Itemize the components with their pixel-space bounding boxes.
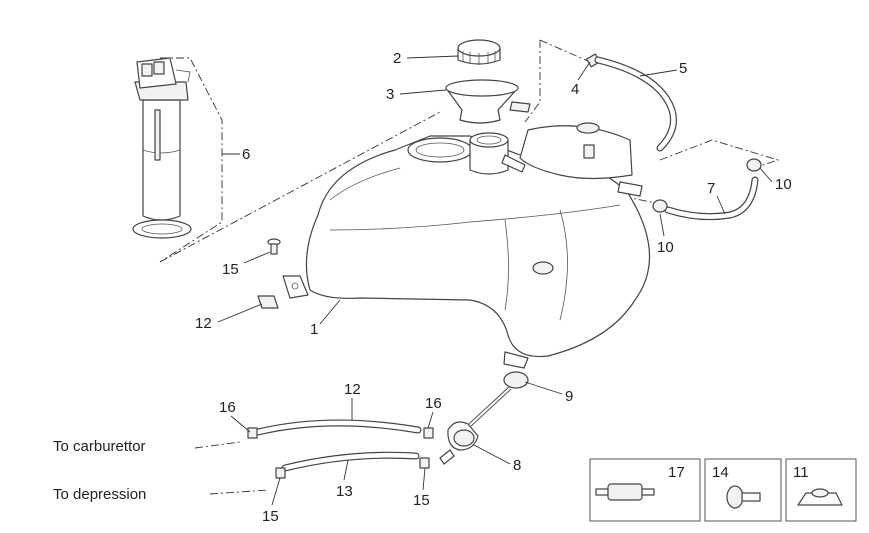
tank-fasteners bbox=[257, 238, 281, 309]
fuel-tap-assembly bbox=[439, 371, 529, 465]
callout-5: 5 bbox=[679, 60, 687, 77]
speed-nut bbox=[797, 488, 843, 506]
filler-funnel bbox=[445, 79, 531, 124]
callouts: 2 3 4 5 6 7 10 10 15 12 1 9 8 12 13 16 1… bbox=[195, 50, 809, 525]
accessory-boxes bbox=[589, 458, 857, 522]
callout-13: 13 bbox=[336, 483, 353, 500]
callout-15-right: 15 bbox=[413, 492, 430, 509]
callout-16-right: 16 bbox=[425, 395, 442, 412]
fuel-pump-sender bbox=[132, 57, 192, 239]
callout-16-left: 16 bbox=[219, 399, 236, 416]
vent-hose-assembly bbox=[652, 158, 762, 221]
callout-12-upper: 12 bbox=[195, 315, 212, 332]
fuel-cap bbox=[457, 39, 501, 65]
inline-fuel-filter bbox=[595, 483, 655, 501]
breather-hose-assembly bbox=[586, 53, 677, 152]
callout-10-lower: 10 bbox=[657, 239, 674, 256]
leader-lines bbox=[217, 55, 773, 506]
callout-9: 9 bbox=[565, 388, 573, 405]
label-to-carburettor: To carburettor bbox=[53, 438, 146, 455]
lower-hoses bbox=[247, 419, 434, 479]
callout-2: 2 bbox=[393, 50, 401, 67]
callout-6: 6 bbox=[242, 146, 250, 163]
callout-3: 3 bbox=[386, 86, 394, 103]
callout-10-upper: 10 bbox=[775, 176, 792, 193]
callout-1: 1 bbox=[310, 321, 318, 338]
callout-15-upper: 15 bbox=[222, 261, 239, 278]
box-part-14 bbox=[704, 458, 782, 522]
rivet-bolt bbox=[726, 485, 761, 509]
callout-12-lower: 12 bbox=[344, 381, 361, 398]
callout-8: 8 bbox=[513, 457, 521, 474]
callout-7: 7 bbox=[707, 180, 715, 197]
callout-14: 14 bbox=[712, 464, 729, 481]
callout-15-left: 15 bbox=[262, 508, 279, 525]
label-to-depression: To depression bbox=[53, 486, 146, 503]
callout-17: 17 bbox=[668, 464, 685, 481]
callout-11: 11 bbox=[793, 464, 809, 481]
fuel-tank-body bbox=[282, 122, 651, 369]
callout-4: 4 bbox=[571, 81, 579, 98]
hose-labels: To carburettor To depression bbox=[53, 438, 146, 503]
